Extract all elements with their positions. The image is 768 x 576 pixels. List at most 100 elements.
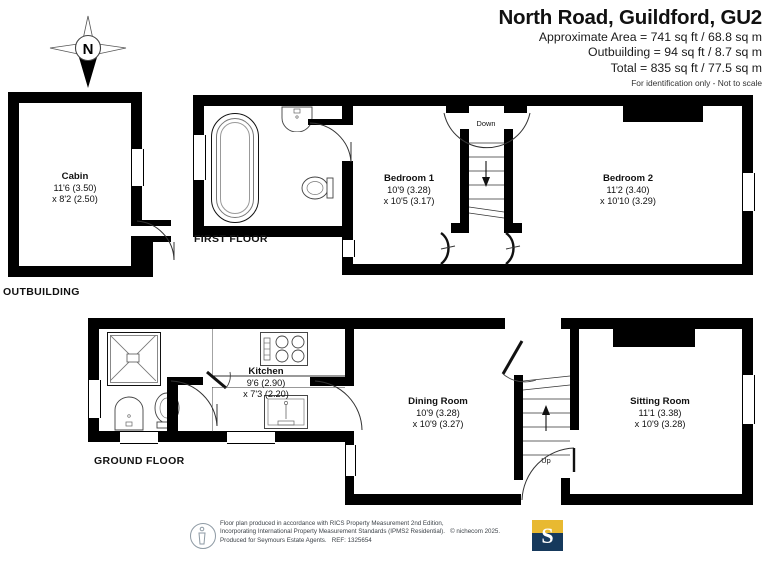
gf-sitting-wall-left bbox=[570, 318, 579, 430]
bedroom2-label: Bedroom 2 11'2 (3.40) x 10'10 (3.29) bbox=[573, 173, 683, 207]
footer-text: Floor plan produced in accordance with R… bbox=[220, 520, 500, 545]
ff-wall-bottom-left2 bbox=[273, 226, 353, 237]
first-floor-plan: Down Bedroom 1 10'9 (3.28) x 10'5 (3.17)… bbox=[193, 95, 755, 275]
hob-icon bbox=[260, 332, 308, 366]
ff-stair-cap-left bbox=[446, 106, 469, 113]
logo-letter: S bbox=[541, 523, 554, 548]
ff-wall-right bbox=[742, 95, 753, 173]
wc-basin-icon bbox=[114, 396, 144, 431]
bedroom2-dim-1: 11'2 (3.40) bbox=[606, 184, 650, 195]
compass-rose-icon: N bbox=[48, 14, 128, 90]
gf-wall-bottom-l2 bbox=[158, 431, 227, 442]
ff-partition-header bbox=[308, 119, 353, 125]
kitchen-dining-door-swing-icon bbox=[314, 380, 363, 431]
kitchen-room-name: Kitchen bbox=[248, 366, 284, 377]
gf-dining-window-left bbox=[345, 445, 356, 476]
ground-floor-plan: Kitchen 9'6 (2.90) x 7'3 (2.20) Up D bbox=[88, 318, 755, 505]
footer-copyright: © nichecom 2025. bbox=[450, 528, 501, 536]
ff-wall-left-main-lower bbox=[342, 257, 353, 275]
approximate-area-line: Approximate Area = 741 sq ft / 68.8 sq m bbox=[538, 30, 762, 44]
gf-stair-wall-right bbox=[561, 318, 570, 329]
bedroom1-dim-1: 10'9 (3.28) bbox=[387, 184, 431, 195]
bedroom2-dim-2: x 10'10 (3.29) bbox=[600, 195, 656, 206]
sitting-room-door-swing-icon bbox=[521, 447, 576, 501]
gf-window-bottom-1 bbox=[120, 431, 158, 444]
sitting-room-dim-2: x 10'9 (3.28) bbox=[634, 418, 686, 429]
gf-window-bottom-2 bbox=[227, 431, 275, 444]
cabin-wall-right-upper bbox=[131, 92, 142, 149]
cabin-wall-bottom bbox=[8, 266, 153, 277]
gf-sitting-wall-right-upper bbox=[742, 318, 753, 375]
ground-floor-label: GROUND FLOOR bbox=[94, 455, 185, 467]
ff-stair-wall-right bbox=[504, 129, 513, 223]
dining-room-name: Dining Room bbox=[408, 396, 468, 407]
bathtub-inner2-icon bbox=[220, 122, 250, 214]
gf-dining-wall-left-upper bbox=[345, 329, 354, 377]
logo-top-band bbox=[532, 520, 563, 533]
ff-partition-bathroom2 bbox=[342, 161, 353, 237]
cabin-window bbox=[131, 149, 144, 186]
footer-ref: REF: 1325654 bbox=[331, 536, 372, 544]
bedroom2-room-name: Bedroom 2 bbox=[602, 173, 654, 184]
gf-wall-left-upper bbox=[88, 318, 99, 380]
ff-wall-top-main bbox=[342, 95, 753, 106]
ff-bedroom2-window bbox=[742, 173, 755, 211]
logo-bottom-band bbox=[532, 533, 563, 551]
footer-line-2: Incorporating International Property Mea… bbox=[220, 528, 445, 536]
sitting-room-dim-1: 11'1 (3.38) bbox=[638, 407, 682, 418]
footer: Floor plan produced in accordance with R… bbox=[190, 518, 580, 566]
seymours-logo: S bbox=[532, 520, 563, 551]
first-floor-staircase-icon bbox=[469, 142, 504, 219]
ff-chimney-breast bbox=[623, 95, 703, 122]
gf-kitchen-right-wall2 bbox=[310, 377, 354, 386]
cabin-wall-right-lower bbox=[131, 186, 142, 223]
gf-dining-wall-left-vert2 bbox=[345, 476, 354, 505]
ff-wall-left-main-upper bbox=[342, 226, 353, 240]
gf-sitting-window bbox=[742, 375, 755, 424]
gf-wall-bottom-l1 bbox=[88, 431, 120, 442]
cabin-label: Cabin 11'6 (3.50) x 8'2 (2.50) bbox=[20, 171, 130, 205]
gf-hall-wall-right bbox=[561, 478, 570, 505]
sitting-room-name: Sitting Room bbox=[630, 396, 690, 407]
ff-stair-cap-right bbox=[504, 106, 527, 113]
cabin-dim-1: 11'6 (3.50) bbox=[53, 182, 97, 193]
footer-line-2-wrap: Incorporating International Property Mea… bbox=[220, 528, 500, 536]
footer-line-3-wrap: Produced for Seymours Estate Agents. REF… bbox=[220, 537, 500, 545]
bedroom2-door-icon bbox=[505, 232, 521, 265]
outbuilding-area-line: Outbuilding = 94 sq ft / 8.7 sq m bbox=[588, 45, 762, 60]
basin-icon bbox=[281, 106, 313, 132]
outbuilding-plan: Cabin 11'6 (3.50) x 8'2 (2.50) bbox=[8, 92, 175, 277]
kitchen-door-leaf-icon bbox=[206, 370, 231, 390]
gf-sitting-wall-right-lower bbox=[742, 424, 753, 505]
bedroom1-label: Bedroom 1 10'9 (3.28) x 10'5 (3.17) bbox=[361, 173, 457, 207]
toilet-icon bbox=[301, 176, 334, 200]
hall-door-leaf-icon bbox=[501, 340, 537, 383]
dining-room-dim-1: 10'9 (3.28) bbox=[416, 407, 460, 418]
total-area-line: Total = 835 sq ft / 77.5 sq m bbox=[610, 60, 762, 75]
gf-sitting-chimney bbox=[613, 318, 695, 347]
stairs-up-label: Up bbox=[541, 456, 551, 465]
gf-dining-wall-left-lower bbox=[310, 431, 354, 442]
info-icon bbox=[190, 523, 216, 549]
dining-room-dim-2: x 10'9 (3.27) bbox=[412, 418, 464, 429]
outbuilding-floor-label: OUTBUILDING bbox=[3, 286, 80, 298]
gf-kitchen-partition-left bbox=[203, 318, 212, 329]
cabin-door-swing-icon bbox=[136, 220, 175, 261]
ff-wall-bottom-left bbox=[193, 226, 283, 237]
kitchen-label: Kitchen 9'6 (2.90) x 7'3 (2.20) bbox=[216, 366, 316, 400]
kitchen-sink-icon bbox=[264, 395, 308, 429]
header: North Road, Guildford, GU2 Approximate A… bbox=[498, 6, 762, 89]
cabin-wall-notch-bottom bbox=[131, 236, 171, 242]
cabin-dim-2: x 8'2 (2.50) bbox=[52, 193, 98, 204]
wc-door-swing-icon bbox=[170, 380, 218, 427]
gf-wall-bottom-dining bbox=[345, 494, 521, 505]
kitchen-dim-1: 9'6 (2.90) bbox=[246, 377, 286, 388]
ff-stair-base-right bbox=[504, 223, 522, 233]
gf-stair-wall-left bbox=[514, 375, 523, 480]
gf-wall-left-lower bbox=[88, 418, 99, 442]
shower-cross-icon bbox=[110, 335, 156, 381]
ff-landing-window bbox=[342, 240, 355, 257]
gf-wall-bottom-l3 bbox=[275, 431, 323, 442]
sitting-room-label: Sitting Room 11'1 (3.38) x 10'9 (3.28) bbox=[600, 396, 720, 430]
ff-stair-wall-left bbox=[460, 129, 469, 223]
